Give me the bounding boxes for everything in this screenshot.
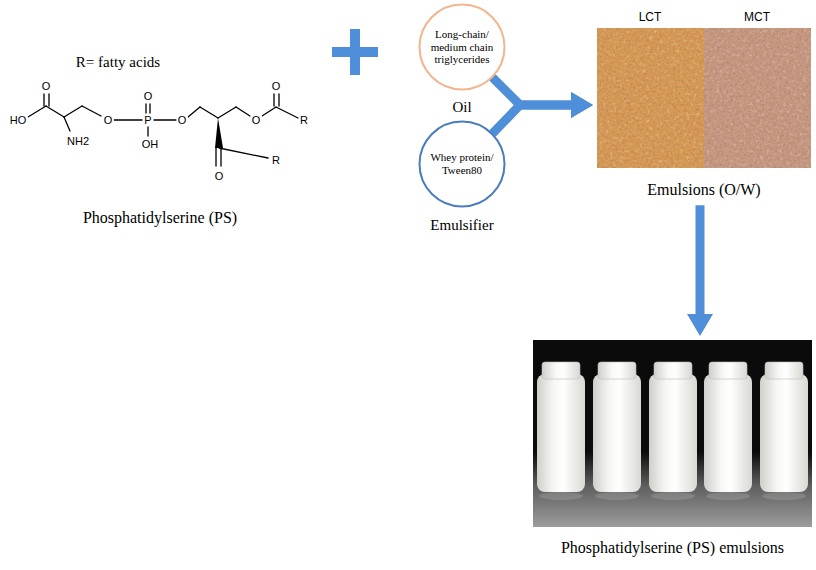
atom-label: R (271, 154, 281, 166)
atom-label: O (271, 80, 282, 92)
atom-label: O (143, 90, 154, 102)
bottle (760, 362, 808, 500)
molecule-structure (28, 94, 298, 166)
circle-outline (420, 122, 505, 207)
bottle (593, 362, 641, 500)
flow-arrow (492, 105, 571, 134)
panel-label: MCT (744, 11, 770, 25)
stereo-wedge (215, 118, 223, 148)
circle-outline (420, 5, 505, 90)
atom-label: O (103, 114, 114, 126)
structure-caption: Phosphatidylserine (PS) (82, 209, 238, 227)
emulsion-photo: Phosphatidylserine (PS) emulsions (533, 340, 812, 527)
atom-label: NH2 (66, 135, 90, 147)
emulsion-micrograph-image (597, 28, 811, 168)
plus-sign (332, 29, 378, 75)
circle-heading: Oil (452, 99, 471, 116)
circle-text: Whey protein/ Tween80 (427, 151, 497, 176)
emulsion-bottles-photo (533, 340, 812, 527)
structure-note: R= fatty acids (75, 54, 161, 71)
image-caption: Emulsions (O/W) (647, 181, 760, 199)
atom-label: O (251, 114, 262, 126)
atom-label: O (214, 170, 225, 182)
bottle (537, 362, 585, 500)
emulsifier-circle: Whey protein/ Tween80Emulsifier (418, 120, 506, 208)
atom-label: O (177, 114, 188, 126)
bottle (649, 362, 697, 500)
emulsion-micrograph: LCTMCTEmulsions (O/W) (597, 28, 811, 168)
bottle (704, 362, 752, 500)
atom-label: HO (9, 114, 28, 126)
atom-label: P (143, 114, 152, 126)
oil-circle: Long-chain/ medium chain triglyceridesOi… (418, 3, 506, 91)
atom-label: R (299, 114, 309, 126)
circle-text: Long-chain/ medium chain triglycerides (427, 28, 497, 66)
circle-heading: Emulsifier (430, 217, 493, 234)
flow-arrow (696, 205, 705, 314)
atom-label: O (41, 80, 52, 92)
panel-label: LCT (639, 11, 662, 25)
atom-label: OH (141, 138, 160, 150)
image-caption: Phosphatidylserine (PS) emulsions (561, 539, 784, 557)
